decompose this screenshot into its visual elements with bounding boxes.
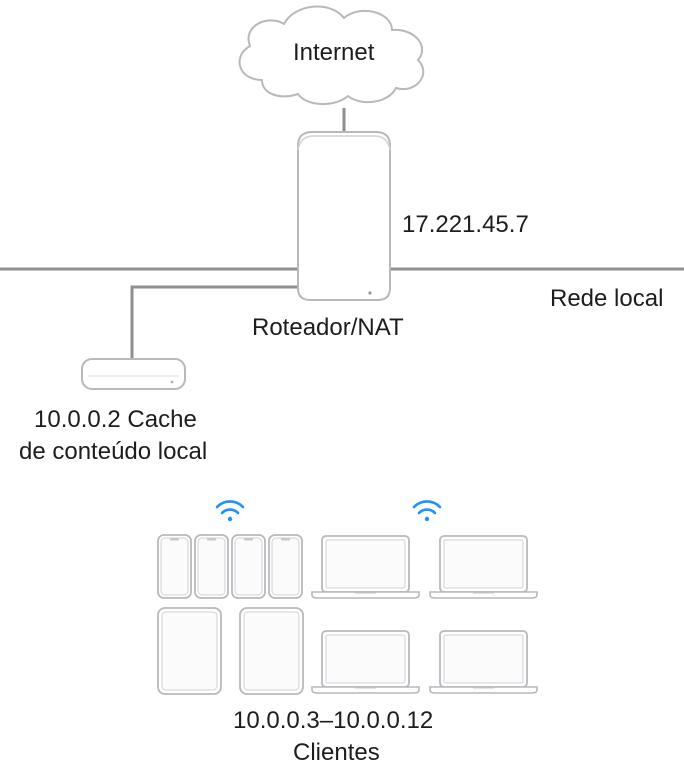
router-status-light: [368, 291, 372, 295]
cache-label-line1: 10.0.0.2 Cache: [34, 406, 197, 433]
cache-link: [130, 285, 298, 358]
local-network-label: Rede local: [550, 285, 664, 312]
macbook-icon: [311, 630, 420, 694]
iphone-icon: [194, 534, 229, 599]
iphone-icon: [231, 534, 266, 599]
mac-mini-icon: [81, 358, 186, 390]
clients-range-label: 10.0.0.3–10.0.0.12: [233, 707, 434, 734]
iphone-icon: [268, 534, 303, 599]
cache-label-line2: de conteúdo local: [19, 438, 208, 465]
wifi-icon: [412, 500, 442, 522]
public-ip-label: 17.221.45.7: [402, 211, 529, 238]
iphone-icon: [157, 534, 192, 599]
wifi-icon: [215, 500, 245, 522]
ipad-icon: [157, 607, 222, 695]
ipad-icon: [239, 607, 304, 695]
macbook-icon: [311, 535, 420, 599]
router-tower-icon: [297, 131, 391, 301]
macbook-icon: [429, 630, 538, 694]
clients-label: Clientes: [293, 739, 380, 766]
router-label: Roteador/NAT: [252, 314, 404, 341]
cloud-icon: [238, 5, 425, 105]
macbook-icon: [429, 535, 538, 599]
internet-label: Internet: [293, 39, 375, 66]
